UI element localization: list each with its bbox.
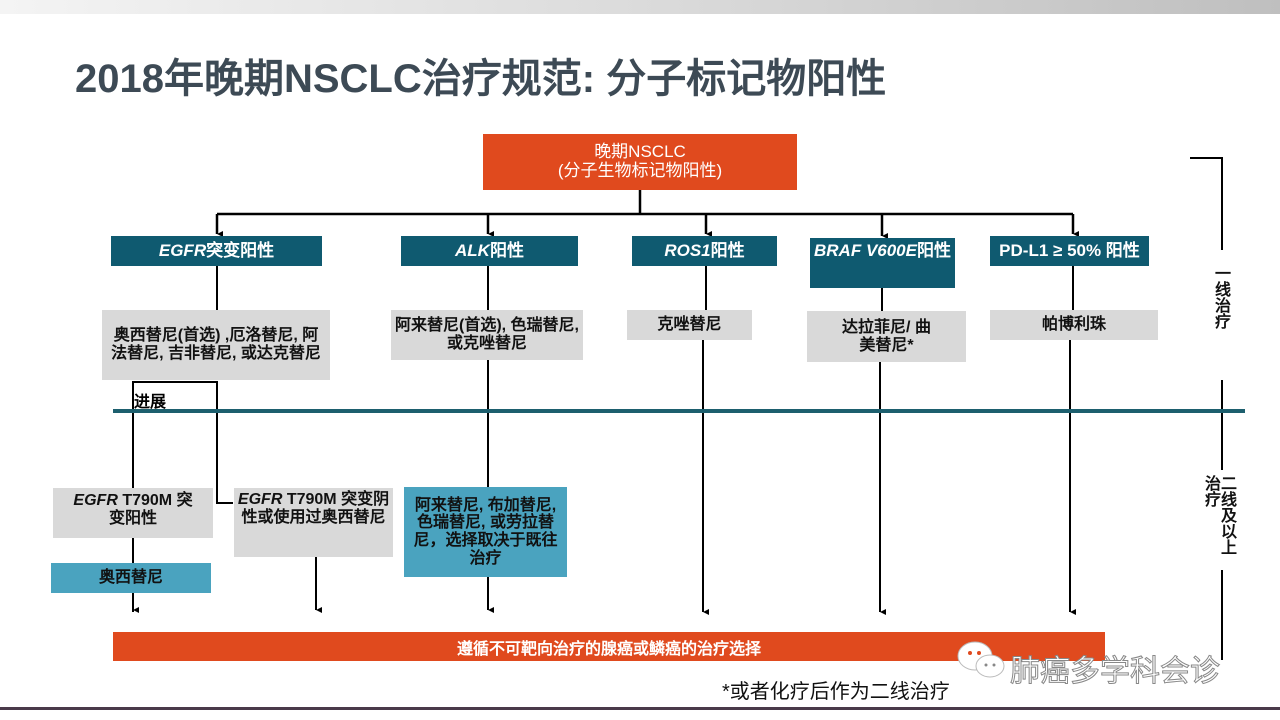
bottom-divider	[0, 707, 1280, 710]
gene-name: EGFR	[158, 240, 207, 260]
gene-name: EGFR	[237, 491, 283, 508]
gene-name: ALK	[455, 240, 490, 260]
top-gradient-bar	[0, 0, 1280, 14]
header-braf: BRAF V600E阳性	[810, 238, 955, 288]
watermark-text: 肺癌多学科会诊	[1010, 655, 1221, 689]
gene-name: BRAF V600E	[814, 241, 917, 260]
root-line2: (分子生物标记物阳性)	[557, 161, 723, 180]
egfr-t790m-positive: EGFR T790M 突变阳性	[53, 488, 213, 538]
page-title: 2018年晚期NSCLC治疗规范: 分子标记物阳性	[75, 57, 887, 101]
first-line-pdl1: 帕博利珠	[990, 310, 1158, 340]
box-text: T790M 突变阳性	[108, 492, 193, 527]
box-text: T790M 突变阴性或使用过奥西替尼	[241, 491, 390, 526]
osimertinib-box: 奥西替尼	[51, 563, 211, 593]
alk-second-line-drugs: 阿来替尼, 布加替尼, 色瑞替尼, 或劳拉替尼，选择取决于既往治疗	[404, 487, 567, 577]
first-line-alk: 阿来替尼(首选), 色瑞替尼, 或克唑替尼	[391, 310, 583, 360]
first-line-egfr: 奥西替尼(首选) ,厄洛替尼, 阿法替尼, 吉非替尼, 或达克替尼	[102, 310, 330, 380]
egfr-t790m-negative: EGFR T790M 突变阴性或使用过奥西替尼	[234, 488, 393, 557]
side-label-second-line: 二线及以上治疗	[1194, 475, 1235, 563]
first-line-braf: 达拉菲尼/ 曲美替尼*	[807, 311, 966, 362]
footnote: *或者化疗后作为二线治疗	[722, 681, 950, 703]
non-targeted-therapy-bar: 遵循不可靶向治疗的腺癌或鳞癌的治疗选择	[113, 632, 1105, 661]
header-text: 阳性	[916, 241, 951, 260]
wechat-icon	[957, 641, 1005, 678]
header-text: PD-L1 ≥ 50% 阳性	[999, 240, 1140, 260]
root-line1: 晚期NSCLC	[594, 142, 686, 162]
progression-label: 进展	[134, 394, 167, 411]
header-text: 突变阳性	[206, 240, 275, 260]
header-pdl1: PD-L1 ≥ 50% 阳性	[990, 236, 1149, 266]
gene-name: ROS1	[664, 240, 711, 260]
root-node-advanced-nsclc: 晚期NSCLC (分子生物标记物阳性)	[483, 134, 797, 190]
gene-name: EGFR	[73, 492, 118, 509]
first-line-ros1: 克唑替尼	[627, 310, 752, 340]
header-text: 阳性	[489, 240, 524, 260]
side-label-first-line: 一线治疗	[1212, 265, 1229, 329]
header-text: 阳性	[710, 240, 745, 260]
